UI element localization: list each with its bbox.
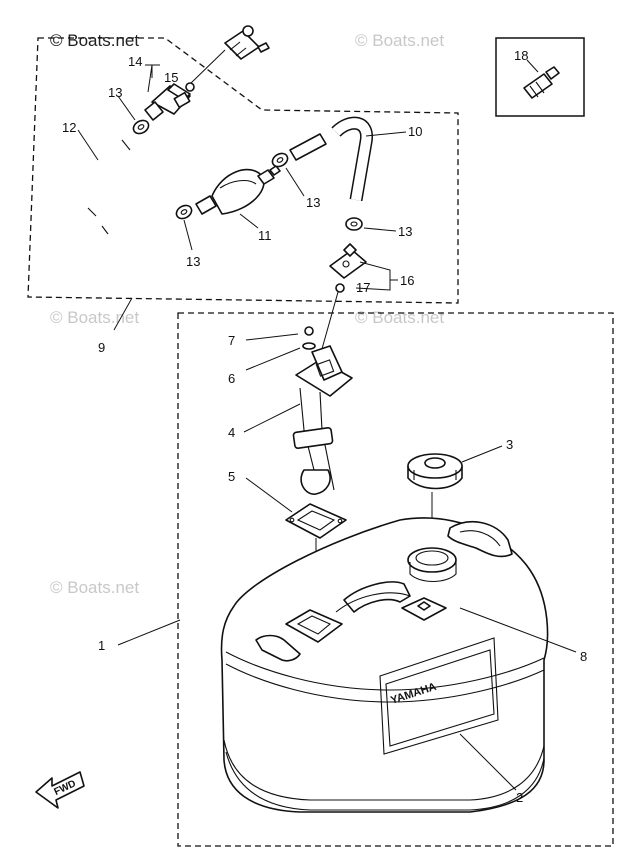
callout-13-right: 13 [398, 224, 412, 239]
callout-10: 10 [408, 124, 422, 139]
callout-18: 18 [514, 48, 528, 63]
callout-17: 17 [356, 280, 370, 295]
hose-joint-icon [144, 83, 191, 121]
callout-2: 2 [516, 790, 523, 805]
callout-7: 7 [228, 333, 235, 348]
callout-8: 8 [580, 649, 587, 664]
callout-14: 14 [128, 54, 142, 69]
callout-11: 11 [258, 228, 272, 243]
callout-12: 12 [62, 120, 76, 135]
gasket-icon [285, 503, 347, 539]
hose-clamp-icon [132, 119, 150, 135]
tank-joint-icon [329, 243, 367, 293]
fuel-cap-icon [407, 453, 463, 490]
callout-6: 6 [228, 371, 235, 386]
watermark-top-right: © Boats.net [355, 31, 444, 50]
callout-3: 3 [506, 437, 513, 452]
fuel-tank-icon [220, 517, 549, 813]
hose-clamp-icon [345, 217, 363, 231]
hose-assembly-group-outline [27, 37, 459, 304]
callout-1: 1 [98, 638, 105, 653]
watermark-low-left: © Boats.net [50, 578, 139, 597]
forward-arrow-icon [35, 771, 85, 809]
callout-15: 15 [164, 70, 178, 85]
callout-13-middle: 13 [306, 195, 320, 210]
primer-bulb-icon [195, 165, 281, 215]
callout-16: 16 [400, 273, 414, 288]
connector-18-icon [523, 66, 560, 99]
callout-13-top-left: 13 [108, 85, 122, 100]
watermark-mid-right: © Boats.net [355, 308, 444, 327]
fuel-connector-icon [224, 25, 270, 60]
fuel-hose-10-icon [289, 116, 373, 202]
hose-clamp-icon [175, 204, 193, 220]
part-18-box [495, 37, 585, 117]
watermark-mid-left: © Boats.net [50, 308, 139, 327]
fuel-gauge-icon [292, 326, 353, 495]
fuel-hose-12-icon [74, 139, 173, 236]
fuel-tank-group-outline [177, 312, 614, 847]
hose-clamp-icon [271, 152, 289, 168]
watermark-top-left: © Boats.net [50, 31, 139, 50]
callout-9: 9 [98, 340, 105, 355]
callout-4: 4 [228, 425, 235, 440]
callout-13-bottom-left: 13 [186, 254, 200, 269]
callout-5: 5 [228, 469, 235, 484]
